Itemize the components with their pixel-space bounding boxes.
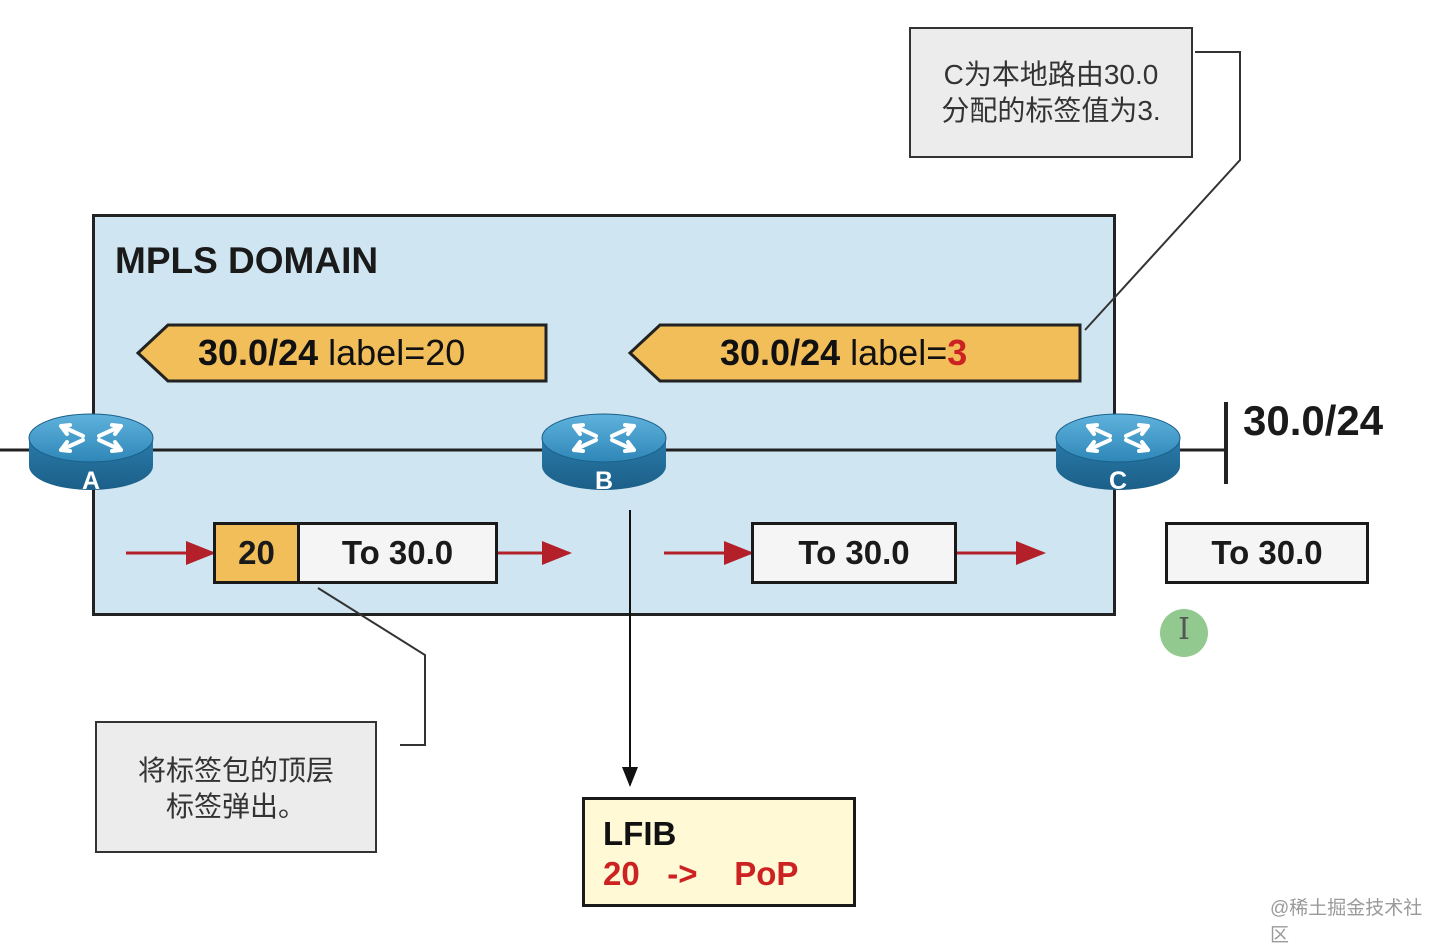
callout-bottom: 将标签包的顶层 标签弹出。 [95, 721, 377, 853]
lfib-title: LFIB [603, 815, 677, 852]
callout-top: C为本地路由30.0 分配的标签值为3. [909, 27, 1193, 158]
callout-bottom-line-1: 将标签包的顶层 [137, 755, 334, 786]
lfib-in-label: 20 [603, 855, 640, 892]
advertisement-a-label: label=20 [328, 332, 466, 373]
text-cursor-icon: I [1178, 612, 1190, 647]
lfib-box: LFIB 20 -> PoP [582, 797, 856, 907]
callout-top-line-2: 分配的标签值为3. [941, 95, 1161, 126]
lfib-arrow: -> [667, 855, 698, 892]
router-c-letter: C [1108, 467, 1128, 495]
router-b-letter: B [594, 467, 614, 495]
packet-payload-a: To 30.0 [297, 522, 498, 584]
advertisement-b-text: 30.0/24 label=3 [720, 332, 967, 374]
packet-label-20: 20 [213, 522, 300, 584]
destination-network: 30.0/24 [1243, 397, 1384, 444]
lfib-entry: 20 -> PoP [603, 854, 853, 894]
advertisement-b-label: label= [850, 332, 948, 373]
callout-top-line-1: C为本地路由30.0 [943, 59, 1159, 90]
cursor-highlight [1160, 609, 1208, 657]
router-a-letter: A [81, 467, 101, 495]
advertisement-b-prefix: 30.0/24 [720, 332, 841, 373]
watermark: @稀土掘金技术社区 [1270, 898, 1423, 946]
packet-payload-c: To 30.0 [1165, 522, 1369, 584]
lfib-action: PoP [734, 855, 799, 892]
advertisement-a-text: 30.0/24 label=20 [198, 332, 465, 374]
domain-title: MPLS DOMAIN [115, 240, 379, 281]
callout-bottom-line-2: 标签弹出。 [165, 791, 306, 822]
advertisement-a-prefix: 30.0/24 [198, 332, 319, 373]
advertisement-b-label-value: 3 [947, 332, 968, 373]
packet-payload-b: To 30.0 [751, 522, 957, 584]
